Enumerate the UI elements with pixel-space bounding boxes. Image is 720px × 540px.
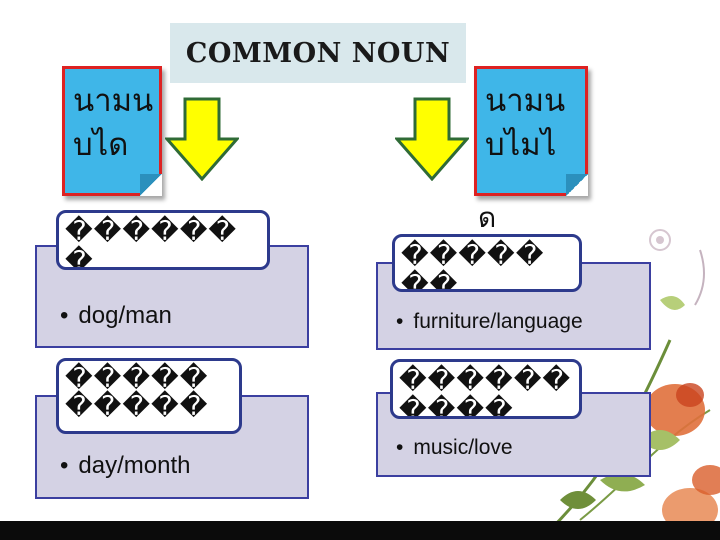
page-fold-icon <box>140 174 162 196</box>
category-label-2: ������� <box>392 234 582 292</box>
bullet-icon: • <box>60 452 68 479</box>
bullet-icon: • <box>396 436 403 459</box>
left-note-line1: นามน <box>73 79 159 123</box>
left-note-line2: บได <box>73 123 159 167</box>
bottom-bar <box>0 521 720 540</box>
example-item-2: • furniture/language <box>396 310 583 334</box>
example-item-1: • dog/man <box>60 302 172 330</box>
left-sticky-note: นามน บได <box>62 66 162 196</box>
category-label-3: ���������� <box>56 358 242 434</box>
example-text: furniture/language <box>413 310 582 333</box>
category-label-1: ������� <box>56 210 270 270</box>
example-text: music/love <box>413 436 512 459</box>
category-label-4: ���������� <box>390 359 582 419</box>
bullet-icon: • <box>396 310 403 333</box>
bullet-icon: • <box>60 302 68 329</box>
example-item-3: • day/month <box>60 452 190 480</box>
right-sticky-note: นามน บไมไ <box>474 66 588 196</box>
example-item-4: • music/love <box>396 436 513 460</box>
slide-title: COMMON NOUN <box>186 38 450 69</box>
down-arrow-icon <box>395 97 469 181</box>
right-note-line1: นามน <box>485 79 585 123</box>
right-note-line2: บไมไ <box>485 123 585 167</box>
down-arrow-icon <box>165 97 239 181</box>
page-fold-icon <box>566 174 588 196</box>
example-text: day/month <box>78 452 190 479</box>
slide-title-box: COMMON NOUN <box>170 23 466 83</box>
example-text: dog/man <box>78 302 171 329</box>
